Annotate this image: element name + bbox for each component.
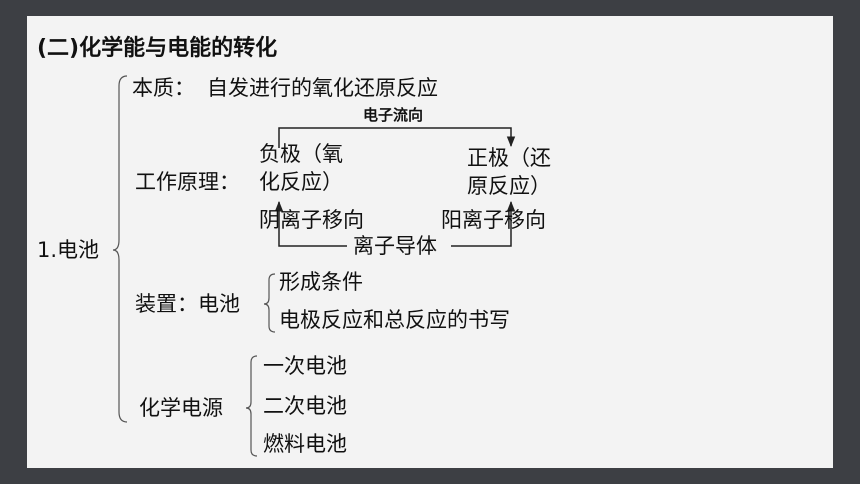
main-brace — [112, 75, 128, 423]
device-label: 装置：电池 — [135, 292, 240, 316]
cathode-line2: 原反应） — [467, 174, 551, 198]
root-label: 1.电池 — [37, 238, 100, 262]
source-item-1: 一次电池 — [263, 354, 347, 378]
source-item-3: 燃料电池 — [263, 432, 347, 456]
anion-migration-label: 阴离子移向 — [259, 208, 364, 232]
device-item-1: 形成条件 — [279, 270, 363, 294]
brace-lines — [112, 75, 516, 457]
source-item-2: 二次电池 — [263, 394, 347, 418]
anode-line2: 化反应） — [259, 170, 343, 194]
cation-migration-label: 阳离子移向 — [441, 208, 546, 232]
electron-flow-arrow — [278, 127, 516, 148]
essence-text: 自发进行的氧化还原反应 — [207, 76, 438, 100]
cathode-line1: 正极（还 — [467, 146, 551, 170]
device-item-2: 电极反应和总反应的书写 — [279, 308, 510, 332]
ionic-conductor-label: 离子导体 — [353, 234, 437, 258]
source-brace — [245, 355, 258, 457]
page-title: (二)化学能与电能的转化 — [37, 36, 278, 61]
anode-line1: 负极（氧 — [259, 142, 343, 166]
essence-label: 本质： — [132, 76, 195, 100]
anion-arrow — [274, 200, 347, 247]
cation-arrow — [451, 200, 516, 247]
source-label: 化学电源 — [139, 396, 223, 420]
slide: (二)化学能与电能的转化 1.电池 本质： 自发进行的氧化还原反应 工作原理： … — [27, 16, 833, 468]
principle-label: 工作原理： — [135, 170, 240, 194]
device-brace — [263, 273, 276, 333]
electron-flow-label: 电子流向 — [363, 106, 424, 124]
